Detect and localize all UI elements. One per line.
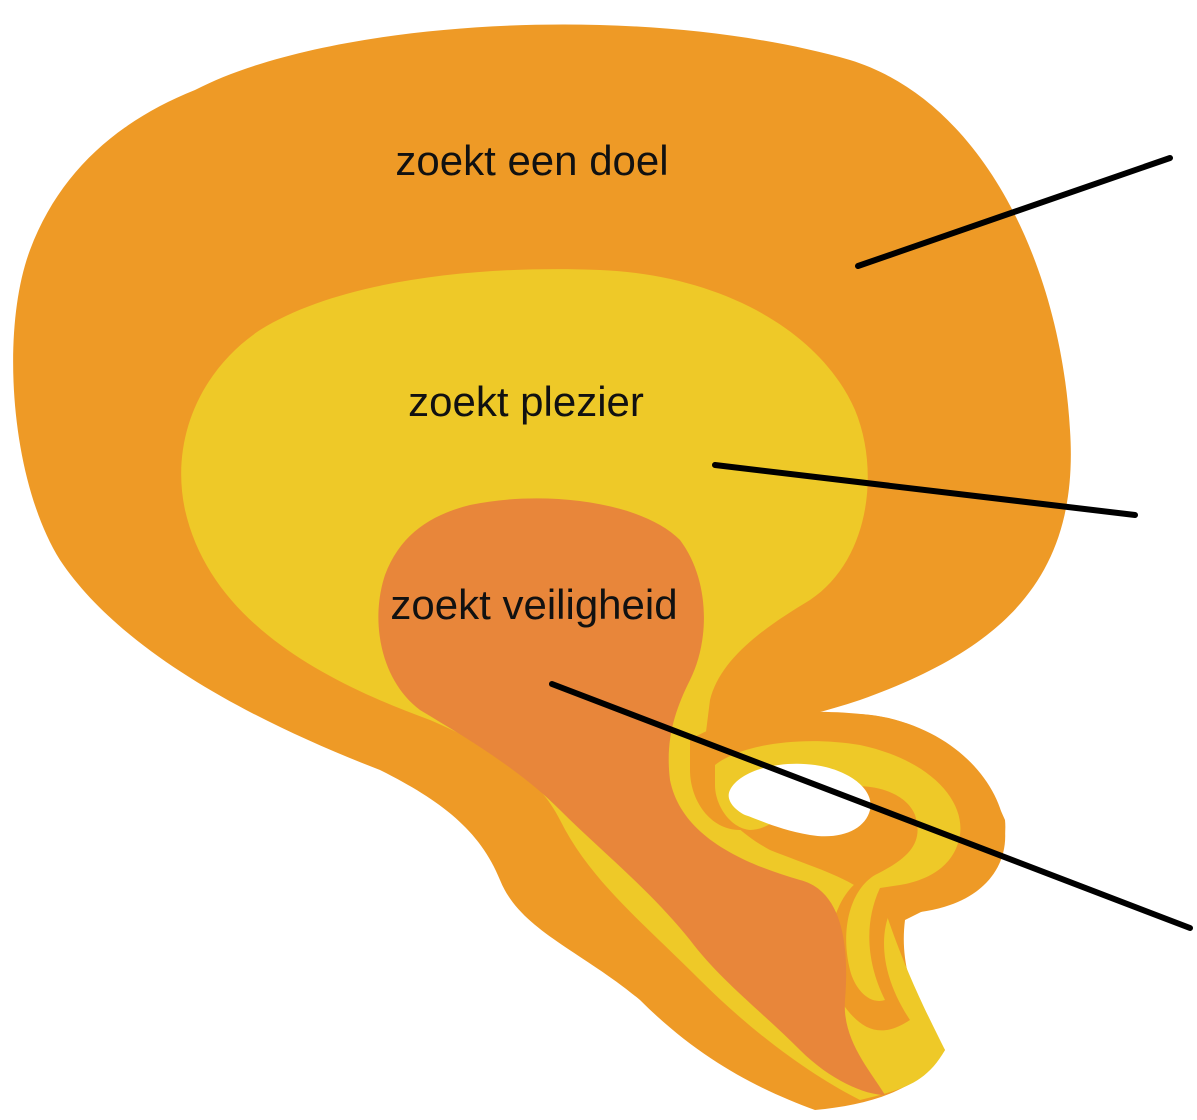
- label-inner-layer: zoekt veiligheid: [390, 581, 677, 628]
- label-middle-layer: zoekt plezier: [408, 378, 644, 425]
- label-outer-layer: zoekt een doel: [395, 137, 668, 184]
